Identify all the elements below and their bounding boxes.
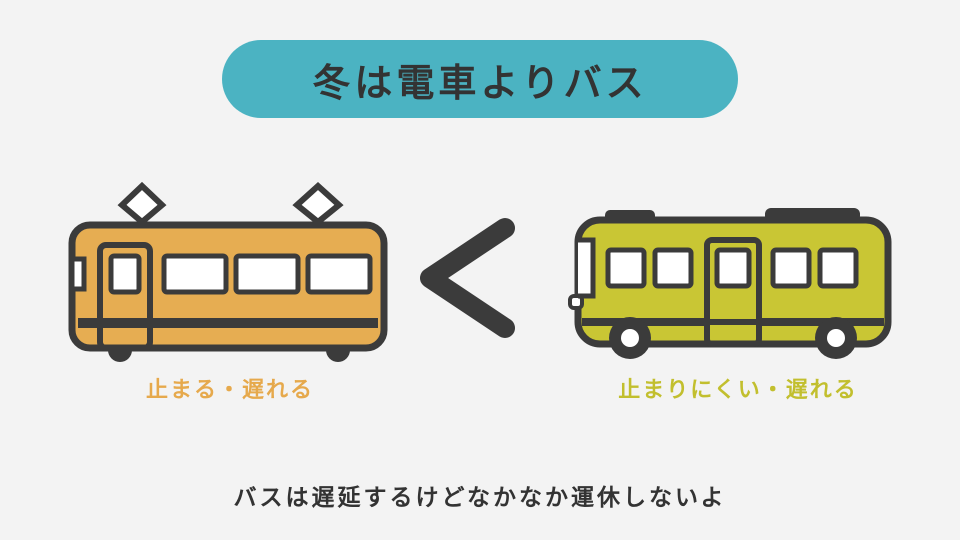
page-title: 冬は電車よりバス — [312, 60, 648, 105]
footer-note: バスは遅延するけどなかなか運休しないよ — [233, 485, 727, 511]
bus-icon — [568, 208, 892, 359]
train-icon — [68, 181, 388, 362]
less-than-icon — [420, 218, 515, 338]
train-caption: 止まる・遅れる — [145, 378, 314, 403]
title-banner: 冬は電車よりバス — [222, 40, 738, 118]
bus-caption: 止まりにくい・遅れる — [618, 378, 858, 403]
